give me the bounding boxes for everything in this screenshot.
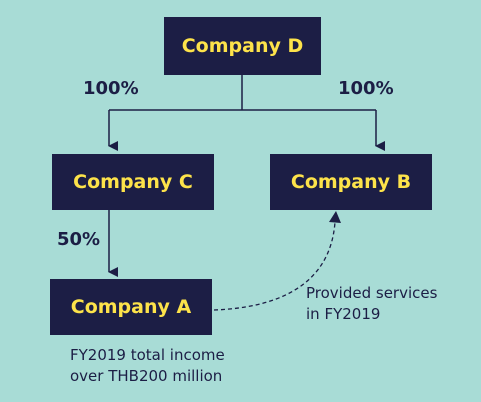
dashed-arrow-a-to-b xyxy=(213,221,336,311)
income-note-line1: FY2019 total income xyxy=(70,346,225,364)
company-d-box: Company D xyxy=(164,17,321,75)
services-note: Provided services in FY2019 xyxy=(306,283,437,325)
company-c-box: Company C xyxy=(52,154,214,210)
income-note: FY2019 total income over THB200 million xyxy=(70,345,225,387)
services-note-line2: in FY2019 xyxy=(306,305,381,323)
company-b-label: Company B xyxy=(290,171,412,193)
company-a-label: Company A xyxy=(70,296,192,318)
company-a-box: Company A xyxy=(50,279,212,335)
company-d-label: Company D xyxy=(181,35,304,57)
income-note-line2: over THB200 million xyxy=(70,367,223,385)
ownership-d-to-b: 100% xyxy=(338,78,394,99)
company-b-box: Company B xyxy=(270,154,432,210)
services-note-line1: Provided services xyxy=(306,284,438,302)
company-c-label: Company C xyxy=(73,171,193,193)
ownership-c-to-a: 50% xyxy=(57,229,101,250)
dashed-arrowhead xyxy=(329,211,341,223)
ownership-d-to-c: 100% xyxy=(83,78,139,99)
